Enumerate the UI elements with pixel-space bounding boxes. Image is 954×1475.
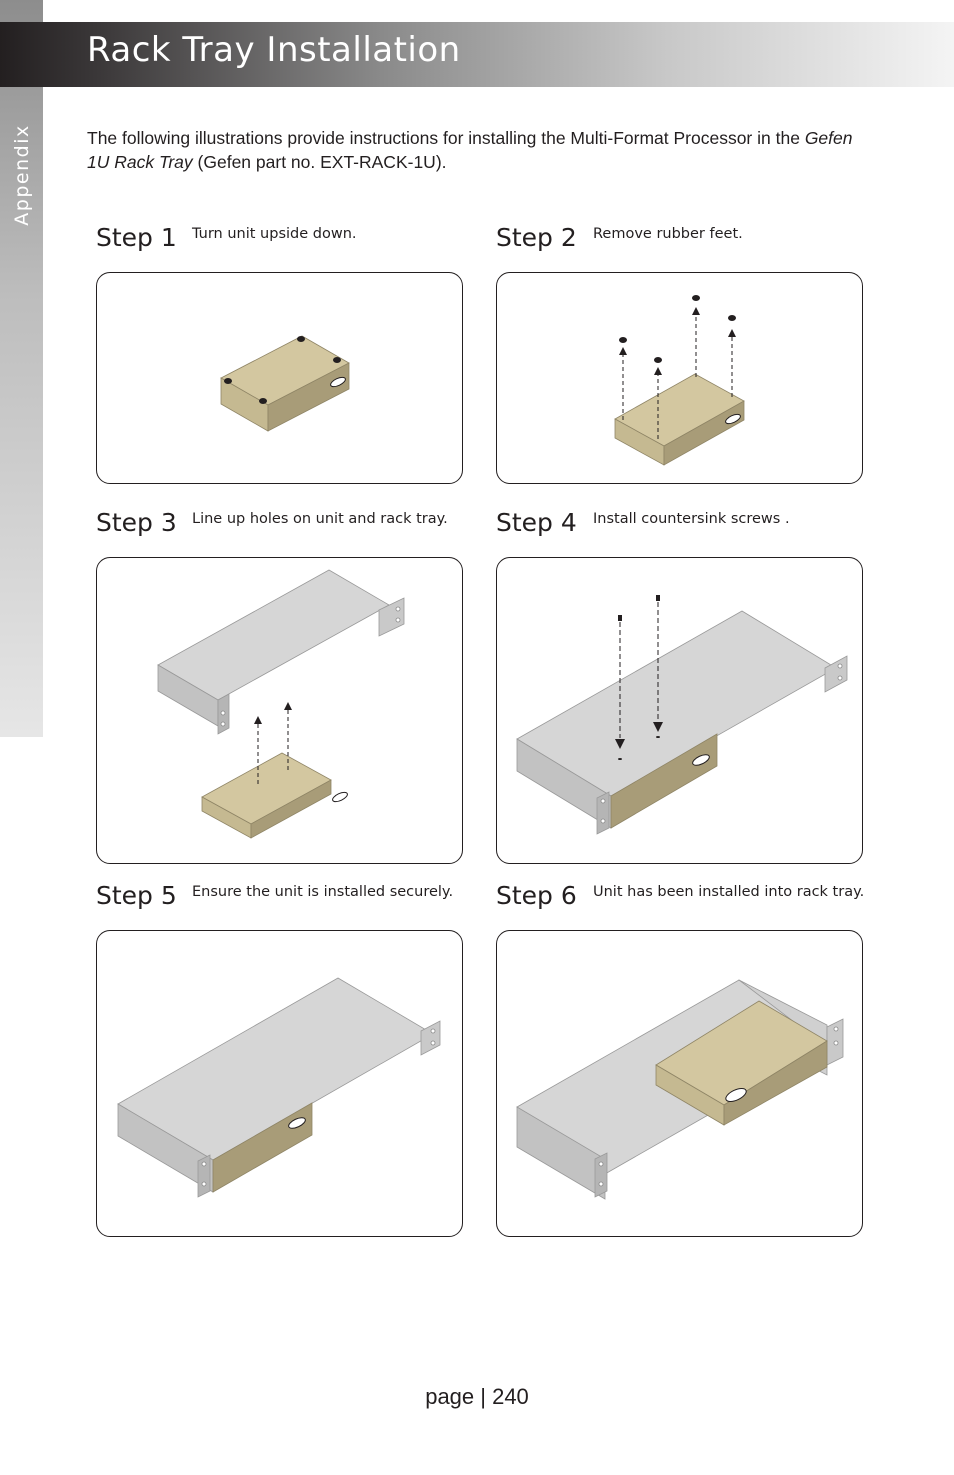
step-2-title: Step 2 [496, 223, 577, 252]
step-6-title: Step 6 [496, 881, 577, 910]
step-3-title: Step 3 [96, 508, 177, 537]
step-2-illustration [496, 272, 863, 484]
step-5-desc: Ensure the unit is installed securely. [192, 884, 454, 900]
page-number: page | 240 [425, 1384, 529, 1409]
step-4-illustration [496, 557, 863, 864]
intro-text-2: (Gefen part no. EXT-RACK-1U). [192, 152, 447, 172]
step-3-illustration [96, 557, 463, 864]
intro-product-name: Gefen 1U Rack Tray [87, 128, 853, 172]
page-title: Rack Tray Installation [87, 30, 461, 70]
step-4-desc: Install countersink screws . [593, 511, 790, 527]
step-5-title: Step 5 [96, 881, 177, 910]
step-2-desc: Remove rubber feet. [593, 226, 743, 242]
step-5-illustration [96, 930, 463, 1237]
step-1-desc: Turn unit upside down. [192, 226, 357, 242]
step-1-title: Step 1 [96, 223, 177, 252]
step-6-desc: Unit has been installed into rack tray. [593, 884, 865, 900]
intro-text-1: The following illustrations provide inst… [87, 128, 805, 148]
step-3-desc: Line up holes on unit and rack tray. [192, 511, 448, 527]
step-1-illustration [96, 272, 463, 484]
appendix-tab-label: Appendix [10, 124, 33, 226]
appendix-side-tab [0, 0, 43, 737]
page-header: Rack Tray Installation [0, 22, 954, 87]
step-6-illustration [496, 930, 863, 1237]
step-4-title: Step 4 [496, 508, 577, 537]
intro-paragraph: The following illustrations provide inst… [87, 126, 857, 174]
appendix-tab-label-wrap: Appendix [0, 120, 43, 230]
